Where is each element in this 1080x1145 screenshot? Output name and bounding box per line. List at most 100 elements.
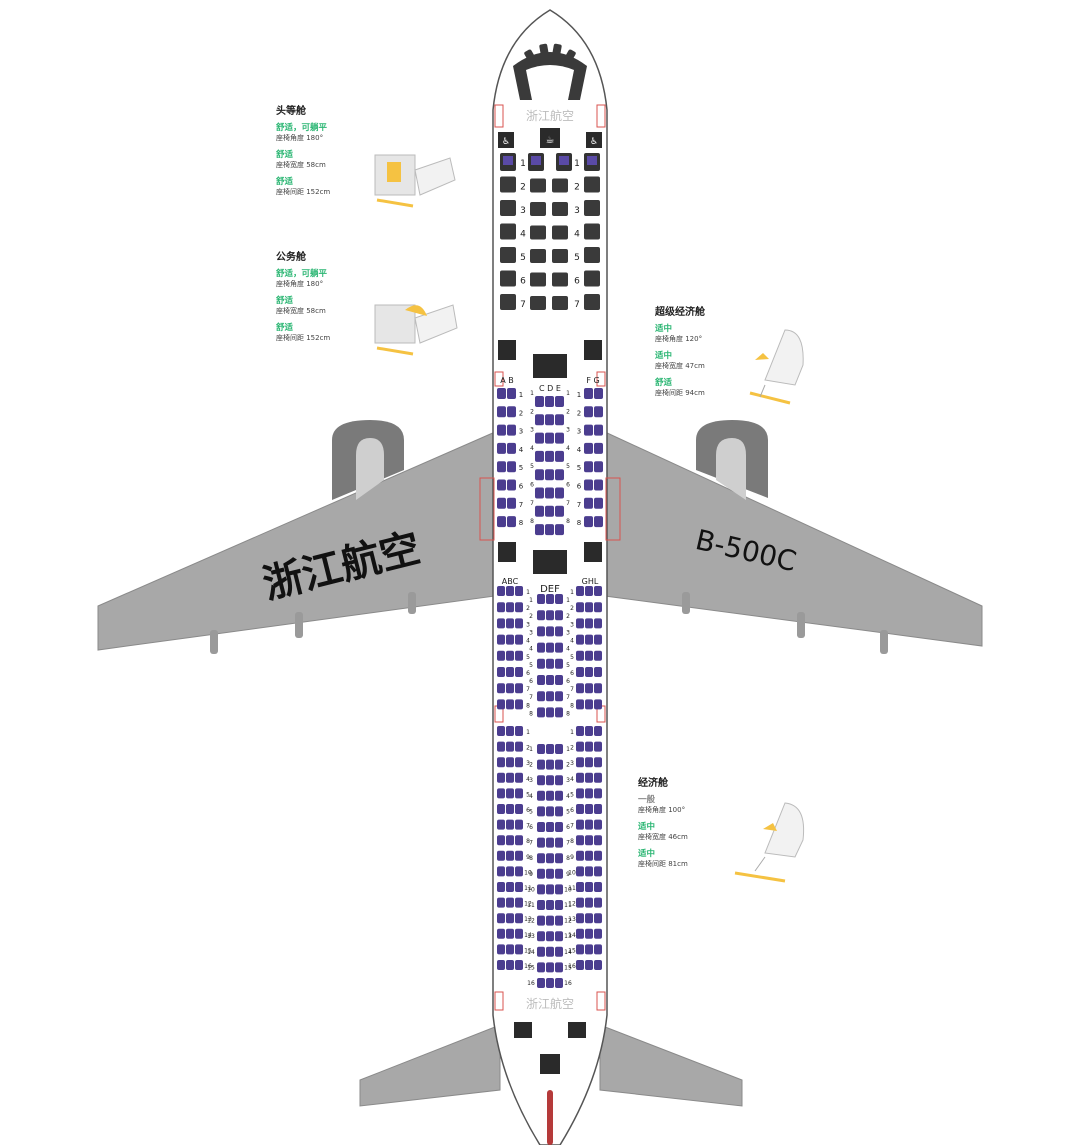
row-number: 15 — [524, 947, 532, 954]
seat — [546, 610, 554, 621]
fuselage-logo-top: 浙江航空 — [526, 108, 574, 123]
seat — [576, 726, 584, 736]
seat — [576, 788, 584, 799]
seat — [585, 819, 593, 830]
seat — [515, 913, 523, 924]
seat — [594, 650, 602, 661]
seat — [497, 388, 506, 399]
seat — [497, 442, 506, 454]
seat — [515, 882, 523, 892]
seat — [546, 790, 554, 801]
feature-detail: 座椅间距 152cm — [276, 188, 331, 196]
seat — [537, 775, 545, 786]
panel-title: 头等舱 — [276, 106, 306, 117]
seat — [506, 944, 514, 955]
row-number: 14 — [568, 932, 576, 939]
seat — [555, 806, 563, 817]
seat — [515, 634, 523, 645]
seat — [545, 432, 554, 444]
seat — [537, 837, 545, 848]
row-number: 6 — [570, 807, 574, 814]
seat — [594, 618, 602, 629]
seat — [515, 650, 523, 661]
seat — [576, 757, 584, 768]
row-number: 5 — [520, 253, 526, 263]
feature-detail: 座椅宽度 47cm — [655, 362, 705, 370]
seat — [545, 450, 554, 462]
feature-item: 适中座椅角度 120° — [655, 324, 775, 344]
seat — [555, 759, 563, 770]
seat — [515, 726, 523, 736]
seat — [515, 850, 523, 861]
seat — [555, 790, 563, 801]
seat — [506, 866, 514, 877]
row-number: 9 — [566, 871, 570, 878]
seat — [585, 928, 593, 939]
seat — [594, 913, 602, 924]
seat — [546, 744, 554, 754]
seat — [507, 461, 516, 473]
row-number: 2 — [570, 605, 574, 612]
seat — [546, 594, 554, 604]
row-number: 7 — [529, 694, 533, 701]
seat — [576, 634, 584, 645]
row-number: 11 — [564, 902, 572, 909]
seat — [585, 788, 593, 799]
seat — [507, 479, 516, 491]
galley-icon — [533, 550, 567, 574]
row-number: 16 — [524, 963, 532, 970]
seat — [506, 819, 514, 830]
seat — [546, 962, 554, 973]
seat — [546, 837, 554, 848]
first-seat — [500, 200, 516, 216]
seat — [546, 868, 554, 879]
row-number: 7 — [566, 694, 570, 701]
first-seat — [530, 178, 546, 193]
seat — [546, 946, 554, 957]
feature-detail: 座椅角度 120° — [655, 335, 703, 343]
lavatory-icon: ♿ — [498, 132, 514, 148]
seat — [497, 944, 505, 955]
row-number: 1 — [574, 159, 580, 169]
seat — [546, 931, 554, 942]
seat — [594, 757, 602, 768]
seat — [576, 586, 584, 596]
seat — [555, 396, 564, 407]
row-number: 9 — [570, 854, 574, 861]
panel-title: 超级经济舱 — [655, 307, 705, 318]
feature-detail: 座椅宽度 58cm — [276, 307, 326, 315]
seat — [546, 759, 554, 770]
seat — [576, 667, 584, 677]
row-number: 8 — [529, 710, 533, 717]
row-number: 16 — [527, 980, 535, 987]
first-seat — [584, 294, 600, 310]
seat — [537, 626, 545, 637]
seat — [555, 675, 563, 685]
row-number: 3 — [566, 629, 570, 636]
seat — [584, 479, 593, 491]
seat — [594, 479, 603, 491]
seat — [506, 741, 514, 752]
row-number: 3 — [566, 777, 570, 784]
first-seat — [530, 202, 546, 216]
seat — [594, 804, 602, 814]
lavatory-icon: ♿ — [586, 132, 602, 148]
svg-text:☕: ☕ — [546, 135, 555, 146]
seat — [576, 882, 584, 892]
seat — [515, 757, 523, 768]
seat — [555, 658, 563, 669]
seat — [555, 450, 564, 462]
seat — [506, 683, 514, 694]
seat — [506, 850, 514, 861]
seat — [497, 406, 506, 418]
first-seat — [552, 272, 568, 287]
first-seat-cushion — [503, 156, 513, 165]
feature-item: 适中座椅间距 81cm — [638, 849, 758, 869]
row-number: 2 — [530, 408, 534, 415]
row-number: 12 — [524, 901, 532, 908]
feature-item: 舒适，可躺平座椅角度 180° — [276, 269, 396, 289]
seat — [537, 884, 545, 895]
premium-seat-illustration — [749, 329, 804, 405]
seat — [576, 618, 584, 629]
feature-detail: 座椅宽度 46cm — [638, 833, 688, 841]
